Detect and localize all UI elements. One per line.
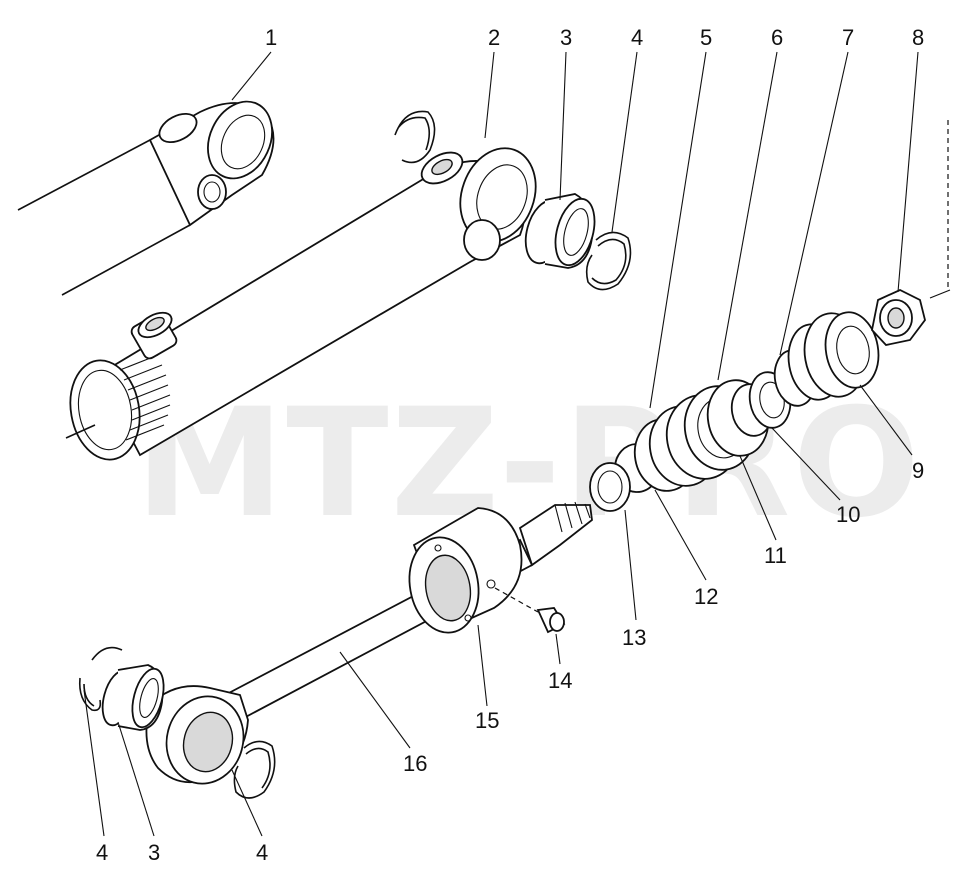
callout-8: 8 (912, 25, 924, 50)
callout-14: 14 (548, 668, 572, 693)
callout-13: 13 (622, 625, 646, 650)
callout-4-lower-left: 4 (96, 840, 108, 865)
callout-11: 11 (764, 543, 787, 568)
callout-5: 5 (700, 25, 712, 50)
retaining-ring-lower-left (78, 646, 123, 712)
nut (871, 289, 926, 346)
callout-15: 15 (475, 708, 499, 733)
callout-3: 3 (560, 25, 572, 50)
guide-ring (589, 462, 631, 512)
callout-4: 4 (631, 25, 643, 50)
callout-12: 12 (694, 584, 718, 609)
retaining-ring-lower-right (233, 740, 276, 799)
callout-7: 7 (842, 25, 854, 50)
callout-3-lower: 3 (148, 840, 160, 865)
retaining-ring-upper (585, 231, 632, 291)
screw (494, 587, 566, 634)
axis-line-right (929, 289, 951, 299)
piston-seal-stack (614, 311, 880, 493)
rod-gland (408, 507, 523, 634)
callout-9: 9 (912, 458, 924, 483)
rod-eye-lower (145, 685, 249, 785)
leader-lines (83, 51, 919, 837)
cylinder-tube (65, 147, 537, 461)
cylinder-body-top (17, 100, 275, 296)
bushing-lower (101, 664, 165, 731)
callout-4-lower-right: 4 (256, 840, 268, 865)
callout-2: 2 (488, 25, 500, 50)
callout-labels: 1 2 3 4 5 6 7 8 9 10 11 12 13 14 15 16 4… (96, 25, 924, 865)
callout-16: 16 (403, 751, 427, 776)
callout-1: 1 (265, 25, 277, 50)
bushing-upper (524, 193, 596, 269)
snap-ring-upper (394, 110, 436, 164)
callout-6: 6 (771, 25, 783, 50)
callout-10: 10 (836, 502, 860, 527)
